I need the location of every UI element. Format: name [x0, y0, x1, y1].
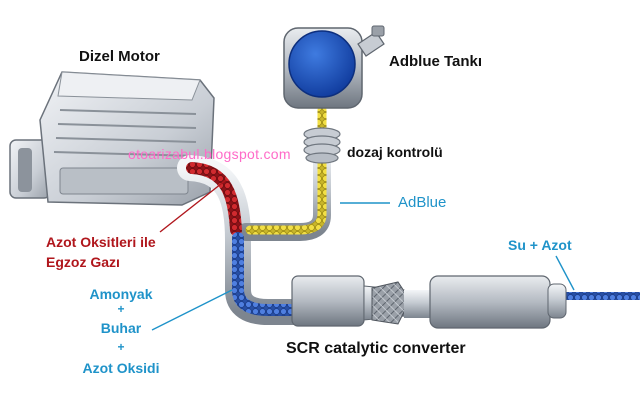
leader-ammonia: [151, 289, 233, 331]
dosing-label: dozaj kontrolü: [347, 144, 443, 160]
plus-sign-1: +: [117, 302, 125, 316]
steam-label: Buhar: [100, 320, 142, 336]
adblue-tank-icon: [283, 25, 385, 109]
engine-label: Dizel Motor: [79, 48, 160, 65]
leader-lines: [151, 179, 575, 331]
tank-label: Adblue Tankı: [389, 53, 483, 70]
flow-beads: [186, 105, 640, 316]
water-nitrogen-label: Su + Azot: [508, 237, 572, 253]
exhaust-label-line2: Egzoz Gazı: [46, 254, 120, 270]
nox-label: Azot Oksidi: [82, 360, 160, 376]
dosing-control-icon: [303, 127, 341, 164]
scr-label: SCR catalytic converter: [286, 340, 466, 357]
plus-sign-2: +: [117, 340, 125, 354]
leader-exhaust: [159, 179, 227, 233]
diesel-engine-icon: [9, 71, 215, 206]
ammonia-label: Amonyak: [89, 286, 153, 302]
scr-converter-icon: [291, 275, 567, 329]
watermark: otoarizabul.blogspot.com: [128, 146, 291, 162]
adblue-label: AdBlue: [398, 194, 447, 211]
exhaust-label-line1: Azot Oksitleri ile: [46, 234, 156, 250]
leader-water: [555, 255, 575, 291]
